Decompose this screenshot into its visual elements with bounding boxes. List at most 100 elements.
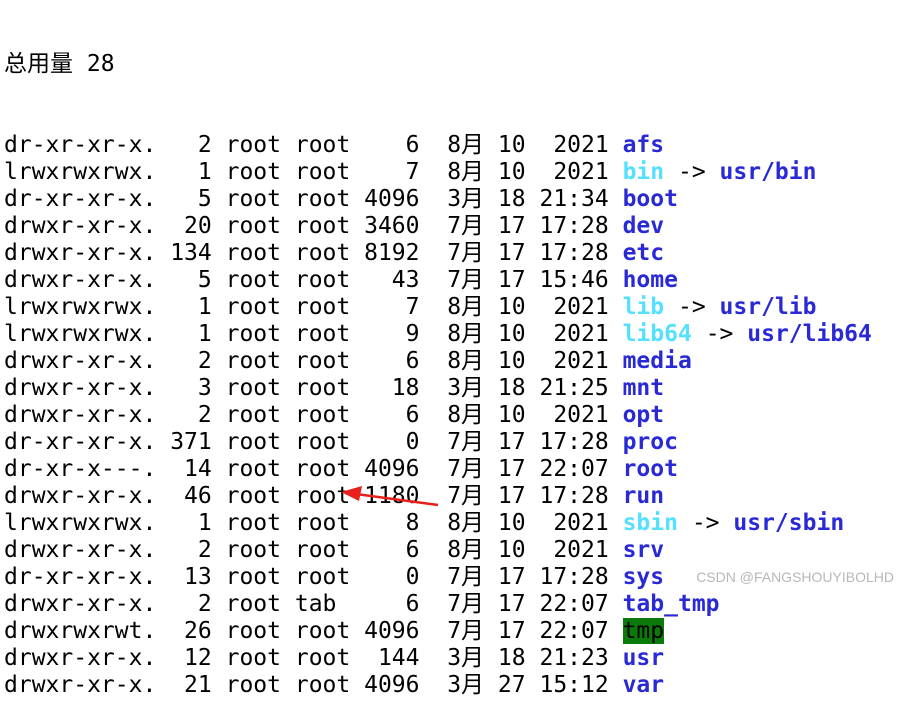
link-count: 1 xyxy=(170,510,212,536)
file-name: home xyxy=(622,267,678,293)
listing-row: dr-xr-x---. 14 root root 4096 7月 17 22:0… xyxy=(4,456,900,483)
group: root xyxy=(294,213,351,239)
owner: root xyxy=(225,537,281,563)
listing-row: lrwxrwxrwx. 1 root root 8 8月 10 2021 sbi… xyxy=(4,510,900,537)
link-count: 2 xyxy=(170,132,212,158)
day: 10 xyxy=(497,402,526,428)
file-size: 7 xyxy=(364,159,420,185)
watermark: CSDN @FANGSHOUYIBOLHD xyxy=(696,569,894,585)
owner: root xyxy=(225,618,281,644)
owner: root xyxy=(225,402,281,428)
group: root xyxy=(294,537,351,563)
link-count: 12 xyxy=(170,645,212,671)
listing-row: lrwxrwxrwx. 1 root root 7 8月 10 2021 lib… xyxy=(4,294,900,321)
day: 10 xyxy=(497,132,526,158)
link-count: 2 xyxy=(170,537,212,563)
time: 15:46 xyxy=(539,267,609,293)
time: 17:28 xyxy=(539,240,609,266)
link-count: 21 xyxy=(170,672,212,698)
month: 8月 xyxy=(433,294,485,320)
month: 7月 xyxy=(433,591,485,617)
permissions: lrwxrwxrwx. xyxy=(4,510,157,536)
day: 17 xyxy=(497,618,526,644)
listing-row: drwxrwxrwt. 26 root root 4096 7月 17 22:0… xyxy=(4,618,900,645)
file-size: 43 xyxy=(364,267,420,293)
group: root xyxy=(294,402,351,428)
link-count: 1 xyxy=(170,159,212,185)
owner: root xyxy=(225,321,281,347)
month: 8月 xyxy=(433,537,485,563)
file-name: srv xyxy=(622,537,665,563)
owner: root xyxy=(225,591,281,617)
listing-row: drwxr-xr-x. 20 root root 3460 7月 17 17:2… xyxy=(4,213,900,240)
file-name: sys xyxy=(622,564,665,590)
link-count: 26 xyxy=(170,618,212,644)
file-name: afs xyxy=(622,132,665,158)
file-name: tab_tmp xyxy=(622,591,720,617)
directory-listing: dr-xr-xr-x. 2 root root 6 8月 10 2021 afs… xyxy=(4,132,900,699)
listing-row: drwxr-xr-x. 5 root root 43 7月 17 15:46 h… xyxy=(4,267,900,294)
owner: root xyxy=(225,213,281,239)
time: 21:25 xyxy=(539,375,609,401)
symlink-target: usr/sbin xyxy=(733,510,845,536)
owner: root xyxy=(225,132,281,158)
symlink-target: usr/bin xyxy=(719,159,817,185)
time: 2021 xyxy=(539,510,609,536)
time: 21:34 xyxy=(539,186,609,212)
terminal-output: 总用量 28 dr-xr-xr-x. 2 root root 6 8月 10 2… xyxy=(4,0,900,726)
file-size: 6 xyxy=(364,591,420,617)
file-size: 4096 xyxy=(364,186,420,212)
day: 18 xyxy=(497,645,526,671)
time: 2021 xyxy=(539,348,609,374)
group: root xyxy=(294,375,351,401)
group: root xyxy=(294,429,351,455)
link-count: 1 xyxy=(170,294,212,320)
file-name: mnt xyxy=(622,375,665,401)
symlink-arrow: -> xyxy=(705,321,734,347)
file-size: 8 xyxy=(364,510,420,536)
permissions: dr-xr-xr-x. xyxy=(4,429,157,455)
permissions: drwxrwxrwt. xyxy=(4,618,157,644)
file-size: 7 xyxy=(364,294,420,320)
permissions: lrwxrwxrwx. xyxy=(4,294,157,320)
listing-row: dr-xr-xr-x. 13 root root 0 7月 17 17:28 s… xyxy=(4,564,900,591)
month: 7月 xyxy=(433,267,485,293)
file-size: 18 xyxy=(364,375,420,401)
time: 2021 xyxy=(539,402,609,428)
listing-row: drwxr-xr-x. 3 root root 18 3月 18 21:25 m… xyxy=(4,375,900,402)
link-count: 2 xyxy=(170,348,212,374)
file-name: tmp xyxy=(622,618,665,644)
symlink-target: usr/lib xyxy=(719,294,817,320)
time: 17:28 xyxy=(539,564,609,590)
group: root xyxy=(294,564,351,590)
group: root xyxy=(294,132,351,158)
day: 27 xyxy=(497,672,526,698)
listing-row: drwxr-xr-x. 2 root tab 6 7月 17 22:07 tab… xyxy=(4,591,900,618)
day: 17 xyxy=(497,591,526,617)
owner: root xyxy=(225,456,281,482)
listing-row: drwxr-xr-x. 2 root root 6 8月 10 2021 opt xyxy=(4,402,900,429)
file-size: 4096 xyxy=(364,618,420,644)
owner: root xyxy=(225,186,281,212)
listing-row: lrwxrwxrwx. 1 root root 7 8月 10 2021 bin… xyxy=(4,159,900,186)
file-size: 0 xyxy=(364,429,420,455)
permissions: drwxr-xr-x. xyxy=(4,375,157,401)
day: 10 xyxy=(497,159,526,185)
file-size: 6 xyxy=(364,537,420,563)
owner: root xyxy=(225,483,281,509)
day: 18 xyxy=(497,375,526,401)
file-name: lib64 xyxy=(622,321,692,347)
link-count: 20 xyxy=(170,213,212,239)
file-size: 9 xyxy=(364,321,420,347)
link-count: 13 xyxy=(170,564,212,590)
month: 8月 xyxy=(433,402,485,428)
owner: root xyxy=(225,348,281,374)
link-count: 371 xyxy=(170,429,212,455)
file-name: usr xyxy=(622,645,665,671)
permissions: lrwxrwxrwx. xyxy=(4,159,157,185)
month: 3月 xyxy=(433,645,485,671)
file-size: 4096 xyxy=(364,672,420,698)
permissions: drwxr-xr-x. xyxy=(4,645,157,671)
link-count: 3 xyxy=(170,375,212,401)
symlink-target: usr/lib64 xyxy=(747,321,872,347)
